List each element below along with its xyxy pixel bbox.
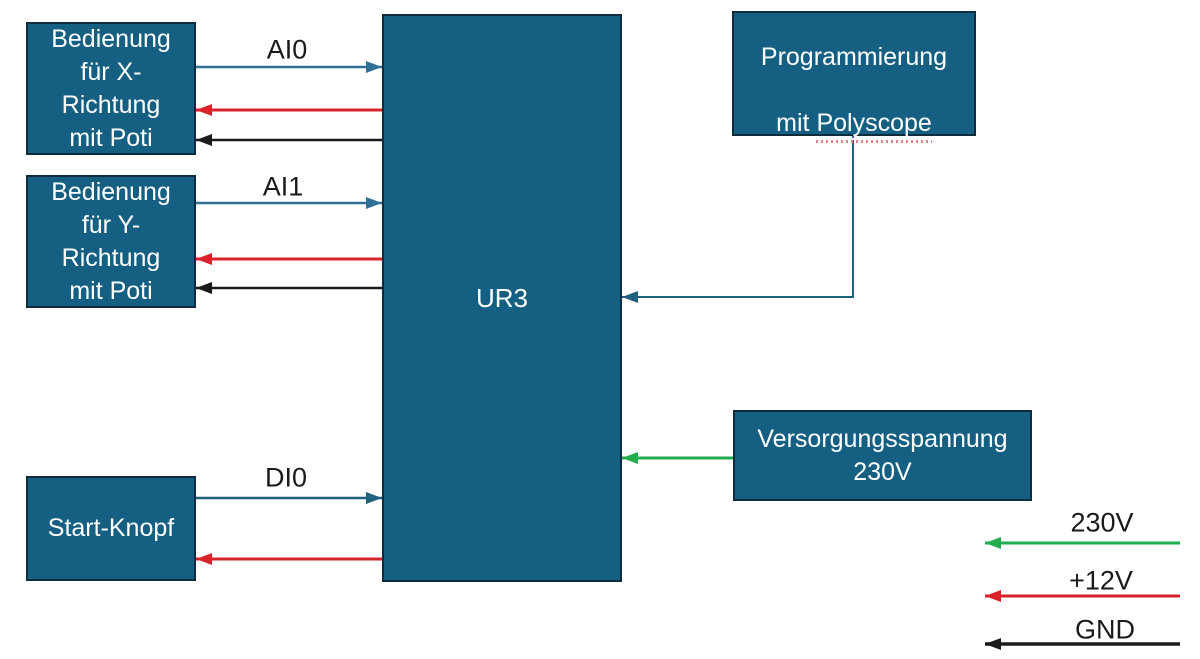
bedienung-y-label: Bedienung für Y- Richtung mit Poti xyxy=(51,177,171,305)
programmierung-box: Programmierung mit Polyscope xyxy=(732,11,976,140)
start-knopf-box: Start-Knopf xyxy=(26,476,196,581)
signal-label-ai1: AI1 xyxy=(262,171,304,202)
legend-label-230v: 230V xyxy=(1070,507,1134,538)
start-knopf-label: Start-Knopf xyxy=(47,514,175,542)
signal-label-di0: DI0 xyxy=(264,462,308,493)
bedienung-y-box: Bedienung für Y- Richtung mit Poti xyxy=(26,175,196,308)
programmierung-line1: Programmierung xyxy=(760,42,948,71)
versorgungsspannung-label: Versorgungsspannung 230V xyxy=(757,424,1008,486)
programmierung-label: Programmierung mit Polyscope xyxy=(761,8,947,140)
versorgungsspannung-box: Versorgungsspannung 230V xyxy=(733,410,1032,501)
polyscope-link-text: Polyscope xyxy=(816,108,932,140)
ur3-label: UR3 xyxy=(475,282,528,313)
ur3-box: UR3 xyxy=(382,14,622,582)
signal-label-ai0: AI0 xyxy=(266,34,308,65)
legend-label-12v: +12V xyxy=(1069,565,1133,596)
programmierung-to-ur3-connector xyxy=(622,136,854,303)
bedienung-x-box: Bedienung für X- Richtung mit Poti xyxy=(26,22,196,155)
programmierung-mit: mit xyxy=(776,108,817,137)
legend-label-gnd: GND xyxy=(1075,614,1135,645)
bedienung-x-label: Bedienung für X- Richtung mit Poti xyxy=(51,24,171,152)
